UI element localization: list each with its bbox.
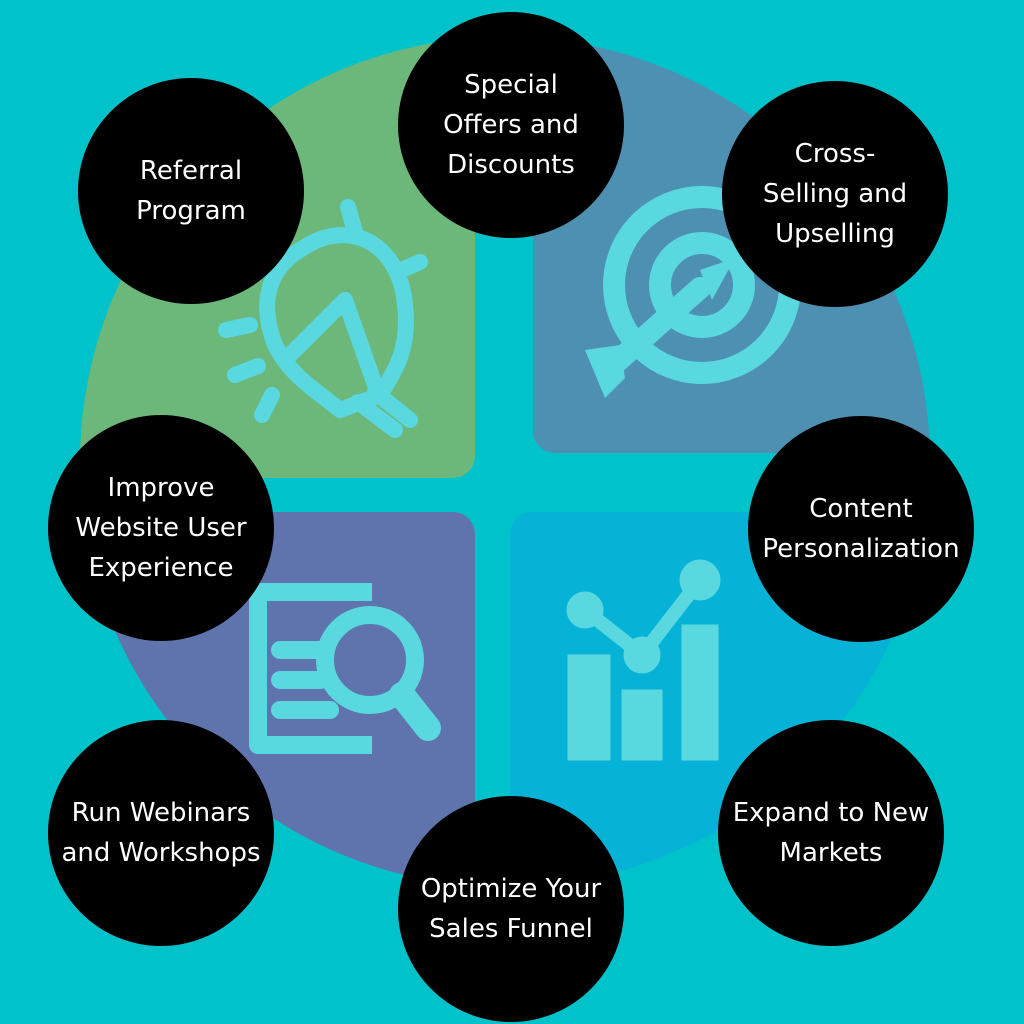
node-optimize-funnel: Optimize Your Sales Funnel bbox=[398, 796, 624, 1022]
node-cross-selling-line-1: Cross- bbox=[794, 139, 876, 169]
bar-chart-trend-icon bbox=[566, 559, 721, 761]
node-content-personalization-line-2: Personalization bbox=[762, 534, 960, 564]
node-content-personalization-line-1: Content bbox=[809, 494, 913, 524]
node-cross-selling-line-3: Upselling bbox=[775, 219, 895, 249]
node-referral-program-line-2: Program bbox=[136, 196, 246, 226]
node-improve-website: Improve Website User Experience bbox=[48, 415, 274, 641]
node-optimize-funnel-line-1: Optimize Your bbox=[420, 874, 602, 904]
node-content-personalization: Content Personalization bbox=[748, 416, 974, 642]
node-cross-selling: Cross- Selling and Upselling bbox=[722, 81, 948, 307]
node-special-offers-line-3: Discounts bbox=[447, 150, 575, 180]
node-optimize-funnel-line-2: Sales Funnel bbox=[429, 914, 593, 944]
node-run-webinars-line-2: and Workshops bbox=[61, 838, 261, 868]
node-referral-program: Referral Program bbox=[78, 78, 304, 304]
node-improve-website-line-2: Website User bbox=[75, 513, 247, 543]
node-cross-selling-line-2: Selling and bbox=[762, 179, 908, 209]
node-referral-program-line-1: Referral bbox=[139, 156, 243, 186]
node-run-webinars: Run Webinars and Workshops bbox=[48, 720, 274, 946]
node-expand-markets-line-2: Markets bbox=[779, 838, 883, 868]
node-expand-markets-line-1: Expand to New bbox=[732, 798, 930, 828]
node-special-offers: Special Offers and Discounts bbox=[398, 12, 624, 238]
lightbulb-icon bbox=[218, 199, 428, 438]
document-search-icon bbox=[249, 583, 441, 754]
node-improve-website-line-3: Experience bbox=[88, 553, 234, 583]
node-improve-website-line-1: Improve bbox=[107, 473, 215, 503]
node-special-offers-line-2: Offers and bbox=[443, 110, 579, 140]
node-run-webinars-line-1: Run Webinars bbox=[71, 798, 251, 828]
node-special-offers-line-1: Special bbox=[464, 70, 558, 100]
node-expand-markets: Expand to New Markets bbox=[718, 720, 944, 946]
